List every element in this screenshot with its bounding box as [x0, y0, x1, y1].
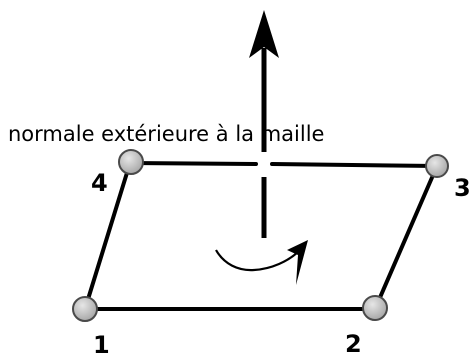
node-2 — [362, 295, 388, 321]
node-1 — [72, 296, 98, 322]
node-label-4: 4 — [91, 169, 108, 197]
node-label-2: 2 — [345, 330, 362, 356]
element-nodes — [72, 149, 449, 322]
edge-4-1 — [83, 161, 132, 311]
element-edges — [83, 161, 439, 311]
orientation-arrow — [215, 240, 308, 285]
edge-4-3-right — [270, 162, 439, 168]
edge-4-3-left — [128, 161, 258, 166]
node-label-3: 3 — [454, 174, 471, 202]
node-3 — [425, 154, 449, 178]
orientation-arrowhead — [287, 240, 308, 285]
node-label-1: 1 — [93, 331, 110, 356]
orientation-curve — [215, 249, 299, 272]
edge-2-3 — [373, 164, 439, 311]
normal-arrowhead — [249, 10, 279, 58]
normal-caption: normale extérieure à la maille — [8, 122, 324, 146]
normal-arrow — [249, 10, 279, 238]
node-4 — [118, 149, 144, 175]
